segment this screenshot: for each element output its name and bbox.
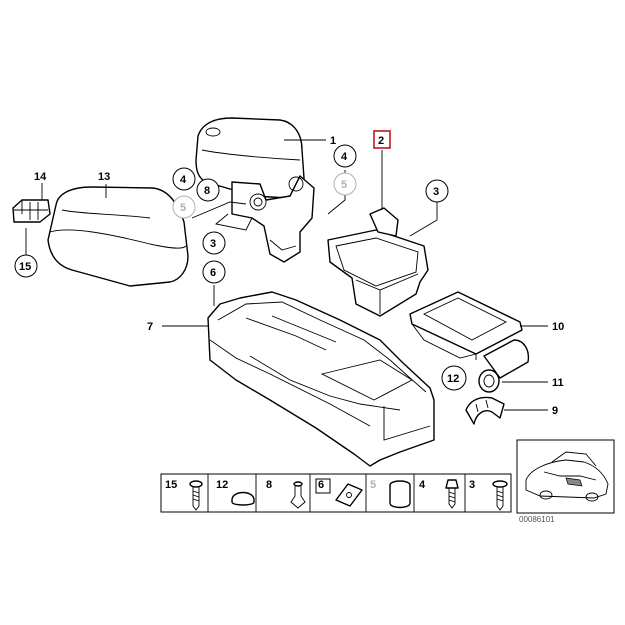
leader-lines xyxy=(25,139,548,411)
callout-11: 11 xyxy=(552,377,564,389)
sleeve-5-icon xyxy=(389,480,411,509)
strip-label-5: 5 xyxy=(370,479,376,491)
callout-6: 6 xyxy=(210,267,216,279)
callout-14: 14 xyxy=(34,171,47,183)
clip-part-14 xyxy=(12,199,51,223)
callout-circle-6 xyxy=(202,260,226,284)
callout-circle-12 xyxy=(441,365,467,391)
callout-9: 9 xyxy=(552,405,558,417)
strip-label-4: 4 xyxy=(419,479,426,491)
parts-strip-frame xyxy=(160,473,512,513)
strip-label-15: 15 xyxy=(165,479,177,491)
callout-3b: 3 xyxy=(210,238,216,250)
thumbnail-frame xyxy=(516,439,615,514)
strip-cell-4: 4 xyxy=(419,479,459,509)
callout-15: 15 xyxy=(19,261,31,273)
storage-tray-part-2 xyxy=(327,207,429,317)
strip-cell-5: 5 xyxy=(370,479,411,509)
callout-circle-4a xyxy=(333,144,357,168)
callout-5b: 5 xyxy=(180,202,186,214)
callout-10: 10 xyxy=(552,321,564,333)
callout-1: 1 xyxy=(330,135,336,147)
cap-12-icon xyxy=(231,491,255,506)
tray-insert-part-10 xyxy=(409,291,523,360)
callout-circle-8 xyxy=(196,178,220,202)
strip-label-6-box xyxy=(315,478,331,494)
callout-7: 7 xyxy=(147,321,153,333)
screw-4-icon xyxy=(445,479,459,509)
strip-label-12: 12 xyxy=(216,479,228,491)
strip-label-3: 3 xyxy=(469,479,475,491)
diagram-code: 00086101 xyxy=(519,515,555,524)
highlight-box-2 xyxy=(373,130,391,149)
callout-3a: 3 xyxy=(433,186,439,198)
callout-circle-5b xyxy=(172,195,196,219)
callout-12: 12 xyxy=(447,373,459,385)
clip-nut-6-icon xyxy=(335,483,363,507)
callouts: 1 2 4 5 3 4 8 5 14 13 15 3 6 7 10 12 11 … xyxy=(14,130,564,417)
strip-cell-15: 15 xyxy=(165,479,203,511)
strip-cell-3: 3 xyxy=(469,479,508,511)
callout-circle-5a xyxy=(333,172,357,196)
callout-8: 8 xyxy=(204,185,210,197)
vehicle-thumbnail xyxy=(516,439,615,514)
callout-2: 2 xyxy=(378,135,384,147)
screw-3-icon xyxy=(492,480,508,511)
callout-5a: 5 xyxy=(341,179,347,191)
bolt-15-icon xyxy=(189,480,203,511)
callout-circle-3a xyxy=(425,179,449,203)
callout-13: 13 xyxy=(98,171,110,183)
callout-4a: 4 xyxy=(341,151,348,163)
callout-circle-3b xyxy=(202,231,226,255)
strip-label-6: 6 xyxy=(318,479,324,491)
bracket-part-9 xyxy=(465,396,505,425)
center-console-part-7 xyxy=(207,291,435,467)
pin-8-icon xyxy=(290,481,306,509)
strip-cell-12: 12 xyxy=(216,479,255,506)
cup-holder-part-11 xyxy=(478,339,530,393)
callout-4b: 4 xyxy=(180,174,187,186)
strip-cell-6: 6 xyxy=(315,478,363,507)
strip-label-8: 8 xyxy=(266,479,272,491)
strip-cell-8: 8 xyxy=(266,479,306,509)
callout-circle-15 xyxy=(14,254,38,278)
callout-circle-4b xyxy=(172,167,196,191)
parts-strip: 15 12 8 6 xyxy=(160,473,512,513)
armrest-cover-part-13 xyxy=(47,186,189,287)
armrest-part-1 xyxy=(195,117,315,263)
